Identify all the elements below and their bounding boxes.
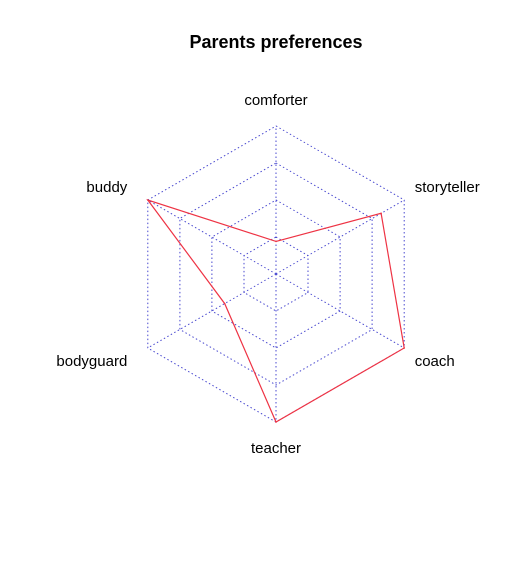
grid-spoke-bodyguard [147,273,277,349]
series-point-buddy [147,199,149,201]
chart-title: Parents preferences [189,32,362,52]
axis-label-teacher: teacher [251,440,301,457]
series-point-teacher [275,421,277,423]
axis-label-buddy: buddy [86,179,127,196]
axis-label-comforter: comforter [244,92,307,109]
grid-spoke-coach [275,273,405,349]
series-point-coach [403,347,406,349]
grid-ring-3 [179,162,373,386]
series-point-bodyguard [223,302,226,305]
axis-label-storyteller: storyteller [415,179,480,196]
series-point-storyteller [380,212,382,215]
grid-spoke-buddy [147,199,277,275]
series-point-comforter [275,240,277,243]
axis-labels: comforter storyteller coach teacher bodyguar… [56,92,479,457]
radar-grid [147,125,405,423]
radar-series-layer [146,198,406,423]
axis-label-bodyguard: bodyguard [56,353,127,370]
axis-label-coach: coach [415,353,455,370]
grid-spoke-storyteller [275,199,405,275]
